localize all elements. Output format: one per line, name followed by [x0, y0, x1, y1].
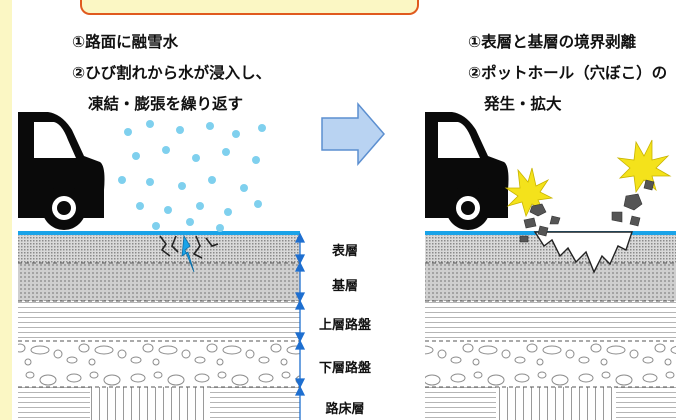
snowflake: [258, 124, 266, 132]
layer-label-lower-roadbed: 下層路盤: [318, 361, 371, 376]
snowflake: [240, 184, 248, 192]
snowflake: [162, 146, 170, 154]
snowflake: [208, 176, 216, 184]
snowflake: [232, 130, 240, 138]
snowflake: [224, 208, 232, 216]
left-caption-line3: 凍結・膨張を繰り返す: [88, 95, 244, 113]
transition-arrow: [321, 101, 385, 167]
snowflake: [152, 222, 160, 230]
left-water-film: [18, 231, 300, 235]
left-car-icon: [18, 112, 105, 230]
right-lower-roadbed: [425, 341, 676, 387]
snowflake: [136, 202, 144, 210]
snowflake: [124, 128, 132, 136]
water-intrusion-bolt: [181, 234, 195, 273]
right-upper-roadbed: [425, 301, 676, 341]
crack-lines: [159, 235, 219, 259]
layer-depth-arrows: [294, 232, 306, 420]
snowflake: [222, 148, 230, 156]
snowflakes: [118, 120, 266, 232]
asphalt-debris: [519, 179, 655, 243]
left-pavement: [18, 231, 300, 420]
impact-flash-right: [616, 139, 672, 194]
snowflake: [176, 126, 184, 134]
right-base-layer: [425, 263, 676, 301]
snowflake: [146, 120, 154, 128]
snowflake: [254, 200, 262, 208]
right-caption-line2: ②ポットホール（穴ぼこ）の: [468, 64, 668, 82]
right-pavement: [425, 231, 676, 420]
right-subgrade-hatch: [496, 387, 616, 420]
right-caption-line1: ①表層と基層の境界剥離: [468, 33, 637, 51]
snowflake: [206, 122, 214, 130]
snowflake: [132, 152, 140, 160]
snowflake: [216, 224, 224, 232]
pothole: [533, 231, 633, 274]
layer-label-upper-roadbed: 上層路盤: [318, 318, 371, 333]
snowflake: [186, 218, 194, 226]
left-base-layer: [18, 263, 300, 301]
left-subgrade-hatch: [90, 387, 210, 420]
top-frame: [80, 0, 419, 15]
layer-label-surface: 表層: [331, 244, 358, 259]
impact-flash-left: [504, 167, 554, 218]
right-car-icon: [425, 112, 509, 230]
layer-label-base: 基層: [331, 279, 358, 294]
left-lower-roadbed: [18, 341, 300, 387]
snowflake: [146, 178, 154, 186]
left-upper-roadbed: [18, 301, 300, 341]
snowflake: [196, 202, 204, 210]
snowflake: [118, 176, 126, 184]
left-surface-layer: [18, 234, 300, 263]
snowflake: [252, 156, 260, 164]
left-caption-line1: ①路面に融雪水: [72, 33, 179, 51]
right-caption-line3: 発生・拡大: [484, 95, 562, 113]
snowflake: [192, 154, 200, 162]
layer-label-subgrade: 路床層: [325, 402, 365, 417]
snowflake: [178, 182, 186, 190]
left-caption-line2: ②ひび割れから水が浸入し、: [72, 64, 272, 82]
snowflake: [164, 206, 172, 214]
